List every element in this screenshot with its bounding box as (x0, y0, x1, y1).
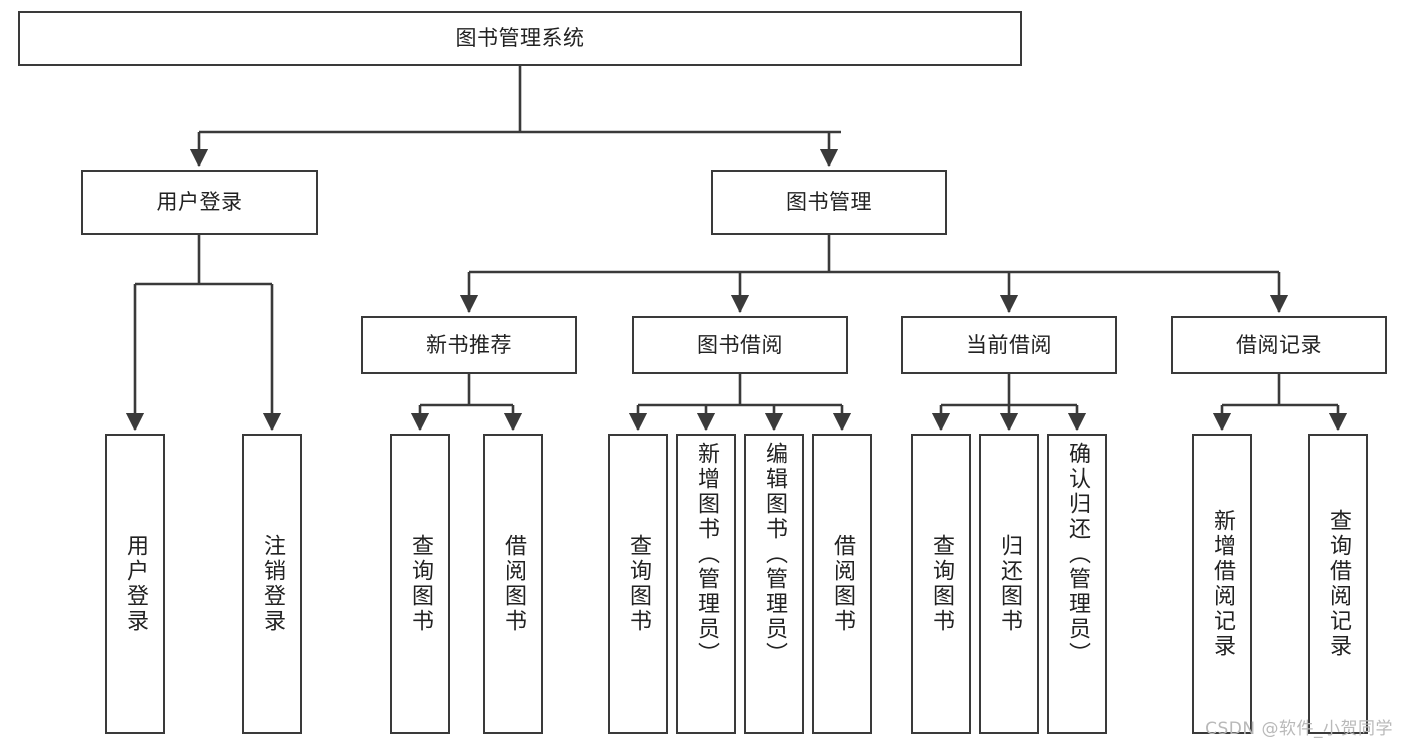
node-leaf-query-book-1-label: 查询图书 (408, 534, 433, 634)
node-leaf-user-login-label: 用户登录 (123, 534, 148, 634)
node-leaf-return-book-label: 归还图书 (997, 534, 1022, 634)
node-leaf-query-book-3-label: 查询图书 (929, 534, 954, 634)
node-leaf-edit-book[interactable]: 编辑图书（管理员） (744, 434, 804, 734)
node-leaf-borrow-book-1-label: 借阅图书 (501, 534, 526, 634)
node-leaf-edit-book-label: 编辑图书（管理员） (762, 442, 787, 667)
node-current-borrow[interactable]: 当前借阅 (901, 316, 1117, 374)
node-leaf-confirm-return-label: 确认归还（管理员） (1065, 442, 1090, 667)
node-leaf-logout[interactable]: 注销登录 (242, 434, 302, 734)
node-user-login[interactable]: 用户登录 (81, 170, 318, 235)
node-leaf-add-record[interactable]: 新增借阅记录 (1192, 434, 1252, 734)
node-leaf-user-login[interactable]: 用户登录 (105, 434, 165, 734)
node-root[interactable]: 图书管理系统 (18, 11, 1022, 66)
node-leaf-add-record-label: 新增借阅记录 (1210, 509, 1235, 659)
node-leaf-query-book-3[interactable]: 查询图书 (911, 434, 971, 734)
node-leaf-query-book-2-label: 查询图书 (626, 534, 651, 634)
node-user-login-label: 用户登录 (156, 190, 243, 215)
node-book-borrow-label: 图书借阅 (697, 332, 783, 357)
node-leaf-borrow-book-1[interactable]: 借阅图书 (483, 434, 543, 734)
node-book-manage-label: 图书管理 (786, 190, 872, 215)
node-current-borrow-label: 当前借阅 (966, 332, 1052, 357)
node-leaf-query-book-1[interactable]: 查询图书 (390, 434, 450, 734)
node-leaf-query-record-label: 查询借阅记录 (1326, 509, 1351, 659)
node-leaf-add-book[interactable]: 新增图书（管理员） (676, 434, 736, 734)
node-book-borrow[interactable]: 图书借阅 (632, 316, 848, 374)
node-new-book-recommend[interactable]: 新书推荐 (361, 316, 577, 374)
node-book-manage[interactable]: 图书管理 (711, 170, 947, 235)
node-leaf-add-book-label: 新增图书（管理员） (694, 442, 719, 667)
node-leaf-logout-label: 注销登录 (260, 534, 285, 634)
node-leaf-borrow-book-2[interactable]: 借阅图书 (812, 434, 872, 734)
node-root-label: 图书管理系统 (455, 26, 585, 51)
node-new-book-recommend-label: 新书推荐 (426, 332, 512, 357)
node-leaf-query-record[interactable]: 查询借阅记录 (1308, 434, 1368, 734)
node-borrow-records[interactable]: 借阅记录 (1171, 316, 1387, 374)
node-borrow-records-label: 借阅记录 (1236, 332, 1322, 357)
node-leaf-confirm-return[interactable]: 确认归还（管理员） (1047, 434, 1107, 734)
node-leaf-borrow-book-2-label: 借阅图书 (830, 534, 855, 634)
watermark-text: CSDN @软件_小贺同学 (1205, 719, 1393, 739)
node-leaf-query-book-2[interactable]: 查询图书 (608, 434, 668, 734)
node-leaf-return-book[interactable]: 归还图书 (979, 434, 1039, 734)
